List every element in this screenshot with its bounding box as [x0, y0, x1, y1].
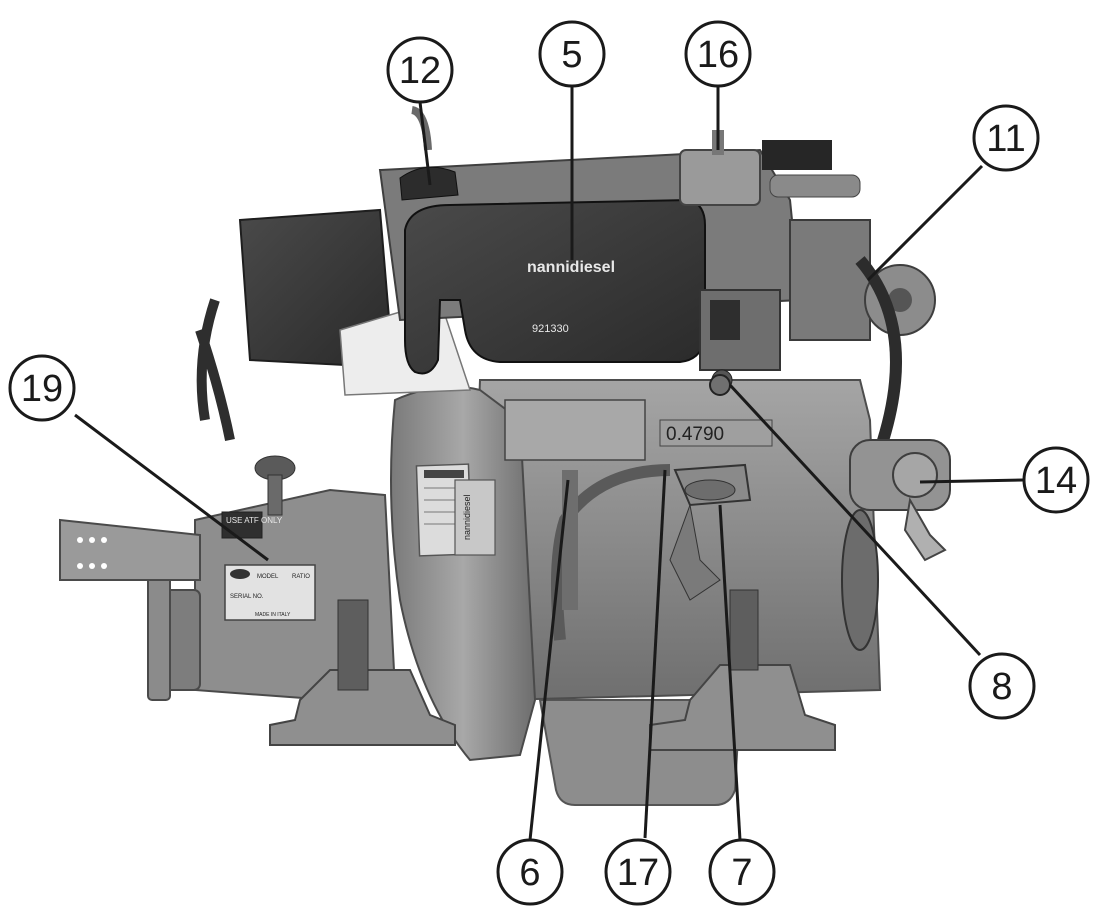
callout-14-label: 14	[1035, 460, 1077, 502]
callout-17-label: 17	[617, 852, 659, 894]
callout-14: 14	[1022, 446, 1090, 514]
gearbox-origin: MADE IN ITALY	[255, 612, 291, 618]
leader-11	[866, 164, 984, 282]
gearbox-model: MODEL	[257, 574, 279, 580]
callout-6-label: 6	[519, 852, 540, 894]
engine-illustration: nannidiesel USE ATF ONLY MODEL RATIO SER…	[59, 106, 951, 806]
leader-8	[728, 383, 982, 657]
callout-5: 5	[538, 20, 606, 88]
block-serial-plate: 0.4790	[659, 419, 773, 447]
callout-16-label: 16	[697, 34, 739, 76]
seawater-pump	[841, 439, 951, 651]
leader-7	[718, 504, 742, 841]
gearbox-tag: USE ATF ONLY	[226, 516, 283, 525]
air-box-code: 921330	[532, 323, 569, 335]
leader-lines	[74, 86, 1024, 841]
callout-19-label: 19	[21, 368, 63, 410]
air-box-logo: nannidiesel	[527, 259, 615, 276]
callout-11: 11	[972, 104, 1040, 172]
engine-mount-left	[269, 669, 456, 746]
alternator	[789, 219, 936, 452]
callout-12: 12	[386, 36, 454, 104]
callout-7-label: 7	[731, 852, 752, 894]
gearbox-ratio: RATIO	[292, 574, 310, 580]
leader-17	[643, 469, 667, 839]
leader-14	[919, 478, 1024, 484]
block-plate-logo: nannidiesel	[462, 494, 472, 540]
callouts: 12 5 16 11 19 14 8 6	[8, 20, 1090, 906]
injection-pump	[699, 289, 781, 391]
block-side-plate: nannidiesel	[454, 479, 496, 556]
callout-12-label: 12	[399, 50, 441, 92]
bracket-plate	[504, 399, 646, 461]
leader-19	[74, 413, 269, 562]
callout-11-label: 11	[986, 118, 1025, 160]
callout-19: 19	[8, 354, 76, 422]
thermostat-housing	[679, 130, 861, 206]
callout-8-label: 8	[991, 666, 1012, 708]
callout-7: 7	[708, 838, 776, 906]
callout-17: 17	[604, 838, 672, 906]
gearbox-serial: SERIAL NO.	[230, 594, 264, 600]
bleed-screw	[709, 374, 731, 396]
leader-12	[418, 101, 432, 186]
leader-6	[528, 479, 570, 841]
callout-16: 16	[684, 20, 752, 88]
callout-8: 8	[968, 652, 1036, 720]
callout-5-label: 5	[561, 34, 582, 76]
fuel-lift-pump	[669, 463, 752, 601]
block-serial: 0.4790	[666, 424, 724, 445]
callout-6: 6	[496, 838, 564, 906]
